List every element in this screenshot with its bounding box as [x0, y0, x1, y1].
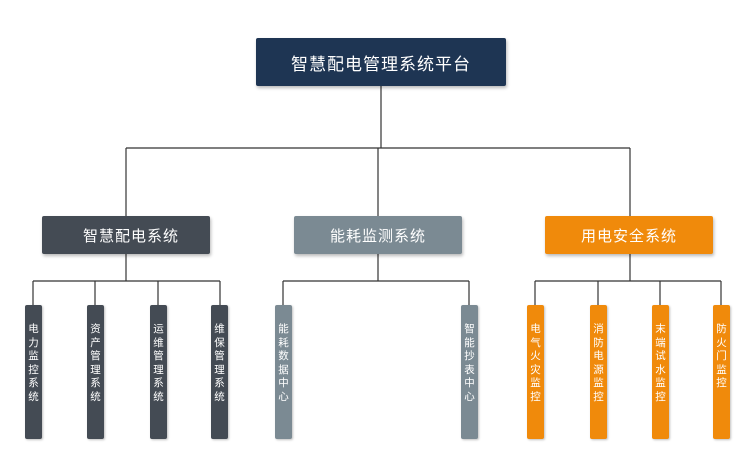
system-label: 智慧配电系统 [82, 226, 179, 245]
leaf-label: 能耗数据中心 [278, 323, 289, 403]
leaf-node: 智能抄表中心 [461, 305, 478, 439]
leaf-node: 消防电源监控 [590, 305, 607, 439]
leaf-label: 运维管理系统 [153, 323, 164, 403]
leaf-node: 资产管理系统 [87, 305, 104, 439]
system-label: 能耗监测系统 [329, 226, 426, 245]
leaf-label: 智能抄表中心 [464, 323, 475, 403]
leaf-label: 维保管理系统 [214, 323, 225, 403]
leaf-label: 电力监控系统 [28, 323, 39, 403]
system-node-smart-distribution: 智慧配电系统 [42, 216, 210, 254]
leaf-label: 防火门监控 [716, 323, 727, 389]
leaf-node: 电力监控系统 [25, 305, 42, 439]
leaf-label: 资产管理系统 [90, 323, 101, 403]
leaf-node: 能耗数据中心 [275, 305, 292, 439]
leaf-label: 电气火灾监控 [530, 323, 541, 403]
leaf-node: 防火门监控 [713, 305, 730, 439]
leaf-node: 末端试水监控 [652, 305, 669, 439]
root-node: 智慧配电管理系统平台 [256, 38, 506, 86]
system-node-energy-monitoring: 能耗监测系统 [294, 216, 462, 254]
leaf-node: 运维管理系统 [150, 305, 167, 439]
system-label: 用电安全系统 [580, 226, 677, 245]
leaf-node: 维保管理系统 [211, 305, 228, 439]
system-node-electrical-safety: 用电安全系统 [545, 216, 713, 254]
root-label: 智慧配电管理系统平台 [291, 54, 471, 75]
leaf-node: 电气火灾监控 [527, 305, 544, 439]
leaf-label: 末端试水监控 [655, 323, 666, 403]
leaf-label: 消防电源监控 [593, 323, 604, 403]
